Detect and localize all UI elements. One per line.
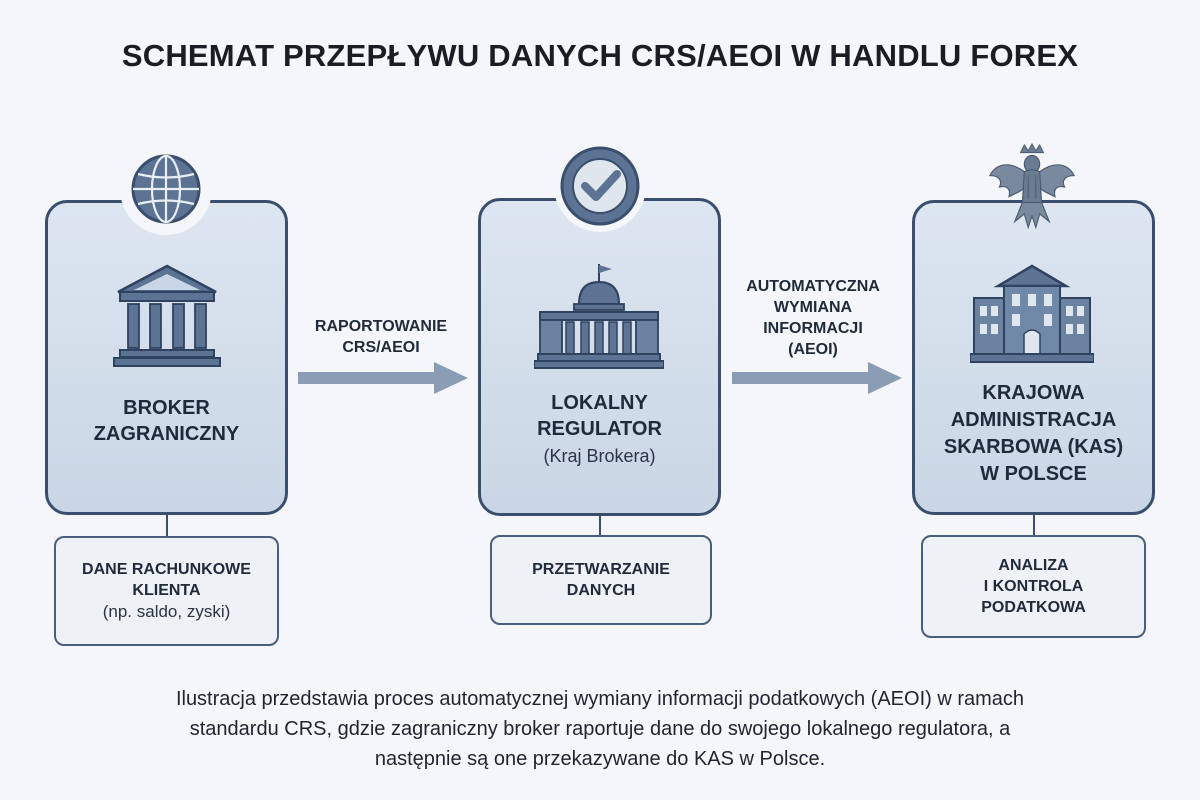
diagram-title: SCHEMAT PRZEPŁYWU DANYCH CRS/AEOI W HAND… [121, 38, 1079, 73]
arrow-right-icon [732, 360, 904, 401]
arrow-label-reporting: RAPORTOWANIE CRS/AEOI [314, 318, 448, 356]
node-kas-title: KRAJOWA ADMINISTRACJA SKARBOWA (KAS) W P… [943, 382, 1124, 485]
checkmark-badge-icon [554, 140, 646, 232]
arrow-label-exchange: AUTOMATYCZNA WYMIANA INFORMACJI (AEOI) [746, 278, 880, 358]
connector-line [166, 515, 168, 537]
node-regulator-title: LOKALNY REGULATOR [537, 392, 662, 440]
capitol-icon [533, 262, 665, 375]
government-building-icon [969, 264, 1095, 373]
node-kas-detail-box: ANALIZA I KONTROLA PODATKOWA [921, 535, 1146, 638]
globe-icon [120, 143, 212, 235]
detail-label: ANALIZA [998, 557, 1069, 574]
detail-label: PODATKOWA [981, 599, 1086, 616]
connector-line [1033, 515, 1035, 535]
detail-note: (np. saldo, zyski) [102, 602, 231, 621]
node-regulator-detail-box: PRZETWARZANIE DANYCH [490, 535, 712, 625]
bank-icon [112, 262, 222, 373]
detail-label: DANE RACHUNKOWE [82, 561, 251, 578]
node-regulator-subtitle: (Kraj Brokera) [543, 446, 656, 466]
detail-label: I KONTROLA [983, 578, 1084, 595]
detail-label: KLIENTA [132, 582, 201, 599]
arrow-right-icon [298, 360, 470, 401]
detail-label: PRZETWARZANIE [532, 561, 670, 578]
detail-label: DANYCH [566, 582, 636, 599]
diagram-caption: Ilustracja przedstawia proces automatycz… [175, 688, 1025, 770]
node-broker-title: BROKER ZAGRANICZNY [93, 397, 240, 445]
connector-line [599, 516, 601, 536]
node-broker-detail-box: DANE RACHUNKOWE KLIENTA (np. saldo, zysk… [54, 536, 279, 646]
eagle-emblem-icon [986, 142, 1078, 235]
